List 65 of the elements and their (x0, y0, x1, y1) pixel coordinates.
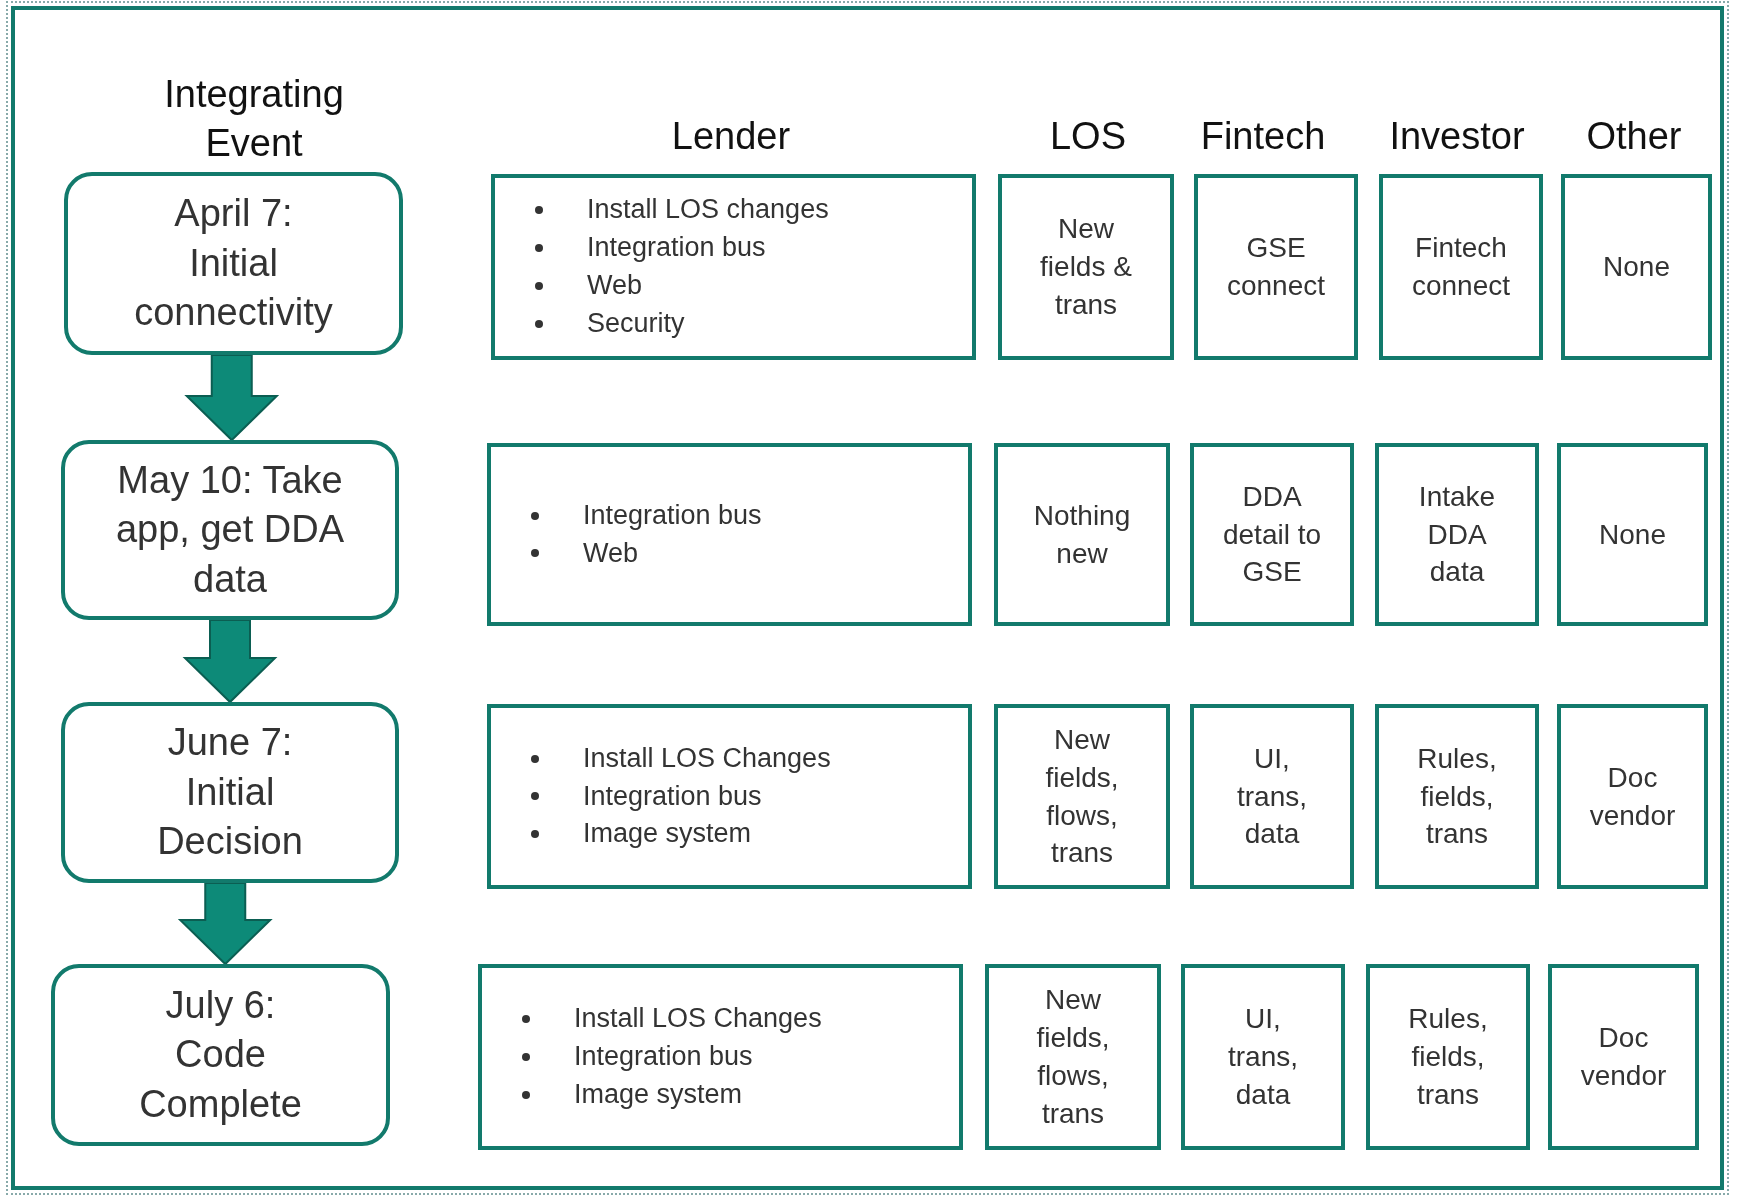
cell-text: DDA detail to GSE (1221, 479, 1323, 590)
bullet-item: Web (587, 269, 643, 302)
cell-text: UI, trans, data (1236, 741, 1308, 852)
task-box (1379, 174, 1543, 360)
cell-text: UI, trans, data (1227, 1002, 1299, 1112)
cell-text: Nothing new (1032, 498, 1132, 571)
column-header: Investor (1389, 114, 1525, 159)
task-box (478, 964, 963, 1150)
task-box (1181, 964, 1345, 1150)
task-box (994, 704, 1170, 889)
task-box (487, 443, 972, 626)
event-label: May 10: Take app, get DDA data (114, 457, 346, 602)
task-box (1375, 704, 1539, 889)
cell-text: Doc vendor (1579, 1021, 1668, 1093)
cell-text: New fields & trans (1039, 212, 1133, 322)
bullet-item: Install LOS Changes (583, 741, 831, 775)
event-box (61, 702, 399, 883)
task-box (1557, 704, 1708, 889)
event-box (64, 172, 403, 355)
event-label: June 7: Initial Decision (156, 720, 304, 865)
block-arrow (177, 882, 273, 966)
column-header: Integrating Event (163, 72, 345, 167)
bullet-item: Integration bus (583, 498, 762, 532)
bullet-item: Install LOS changes (587, 193, 829, 227)
task-box (1557, 443, 1708, 626)
bullet-item: Install LOS Changes (574, 1002, 822, 1036)
event-box (51, 964, 390, 1146)
bullet-item: Image system (583, 817, 752, 851)
task-box (1366, 964, 1530, 1150)
cell-text: Rules, fields, trans (1407, 1002, 1489, 1112)
task-box (1194, 174, 1358, 360)
cell-text: Doc vendor (1588, 760, 1677, 833)
bullet-item: Integration bus (587, 231, 766, 265)
task-box (1548, 964, 1699, 1150)
column-header: Lender (671, 114, 791, 159)
cell-text: None (1599, 517, 1666, 552)
cell-text: Fintech connect (1410, 231, 1512, 303)
task-box (985, 964, 1161, 1150)
cell-text: Rules, fields, trans (1416, 741, 1498, 852)
task-box (998, 174, 1174, 360)
column-header: LOS (1050, 114, 1126, 159)
bullet-item: Web (583, 536, 639, 570)
task-box (1561, 174, 1712, 360)
column-header: Fintech (1200, 114, 1326, 159)
cell-text: GSE connect (1225, 231, 1327, 303)
task-box (1375, 443, 1539, 626)
cell-text: Intake DDA data (1417, 479, 1497, 590)
block-arrow (184, 354, 280, 442)
task-box (1190, 443, 1354, 626)
task-box (994, 443, 1170, 626)
cell-text: New fields, flows, trans (1044, 722, 1120, 871)
task-box (1190, 704, 1354, 889)
cell-text: New fields, flows, trans (1035, 983, 1111, 1131)
column-header: Other (1586, 114, 1682, 159)
bullet-item: Security (587, 306, 685, 340)
bullet-item: Integration bus (583, 779, 762, 813)
event-label: July 6: Code Complete (138, 982, 303, 1127)
bullet-item: Integration bus (574, 1040, 753, 1074)
event-box (61, 440, 399, 620)
cell-text: None (1603, 250, 1670, 285)
event-label: April 7: Initial connectivity (133, 191, 334, 336)
bullet-item: Image system (574, 1077, 743, 1111)
task-box (487, 704, 972, 889)
task-box (491, 174, 976, 360)
block-arrow (182, 619, 278, 704)
